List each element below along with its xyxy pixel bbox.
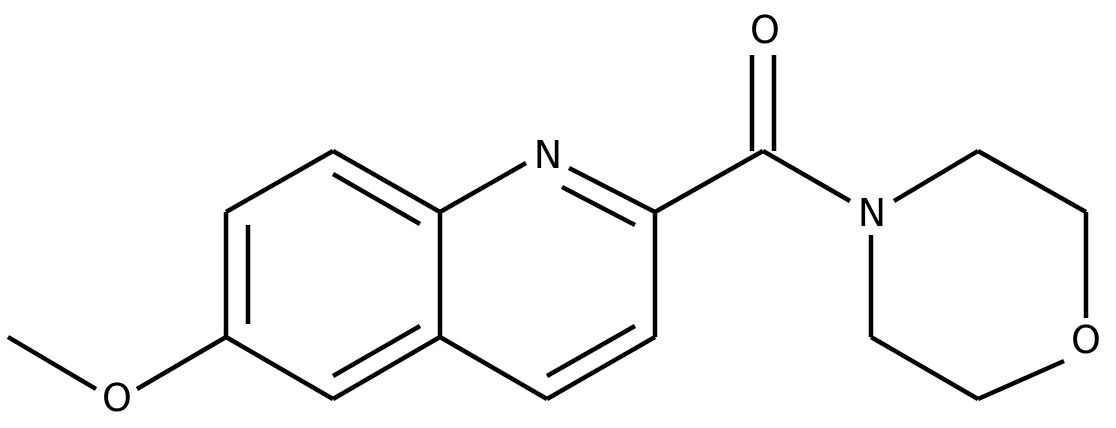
carbonyl-oxygen-label: O xyxy=(750,8,780,52)
bond-n-ch2-upper xyxy=(892,149,980,203)
bond-c3-c4 xyxy=(545,335,657,401)
morpholine-ring xyxy=(868,149,1089,402)
bond-carbonyl-n xyxy=(761,149,852,203)
bond-c8-c7 xyxy=(224,149,335,214)
bond-c6-c5 xyxy=(224,335,335,401)
bond-c8a-n1 xyxy=(438,161,528,214)
bond-o-ch2-lower xyxy=(977,358,1065,402)
bond-c3-c4-inner xyxy=(545,324,637,378)
benzo-ring xyxy=(223,149,443,401)
bond-n1-c2 xyxy=(567,165,657,215)
amide-nitrogen-label: N xyxy=(858,191,886,235)
ether-oxygen-label: O xyxy=(102,376,132,420)
bond-c8a-c8 xyxy=(331,149,442,214)
ring-oxygen-label: O xyxy=(1071,318,1101,362)
bond-ch2-ch2-lower xyxy=(869,335,980,401)
bond-c6-o xyxy=(135,335,228,391)
bond-ch2-ch2-upper xyxy=(976,149,1088,214)
carbonyl-group xyxy=(653,55,852,214)
bond-n1-c2-inner xyxy=(560,185,637,227)
methoxy-group xyxy=(6,335,228,391)
bond-c2-carbonyl xyxy=(653,149,765,214)
pyridine-ring xyxy=(438,161,658,401)
bond-c5-c4a xyxy=(331,335,442,401)
bond-o-ch3 xyxy=(6,335,98,391)
ring-nitrogen-label: N xyxy=(534,133,562,177)
bond-c4-c4a xyxy=(438,335,549,401)
bond-c5-c4a-inner xyxy=(331,324,422,378)
bond-c8a-c8-inner xyxy=(331,172,422,226)
